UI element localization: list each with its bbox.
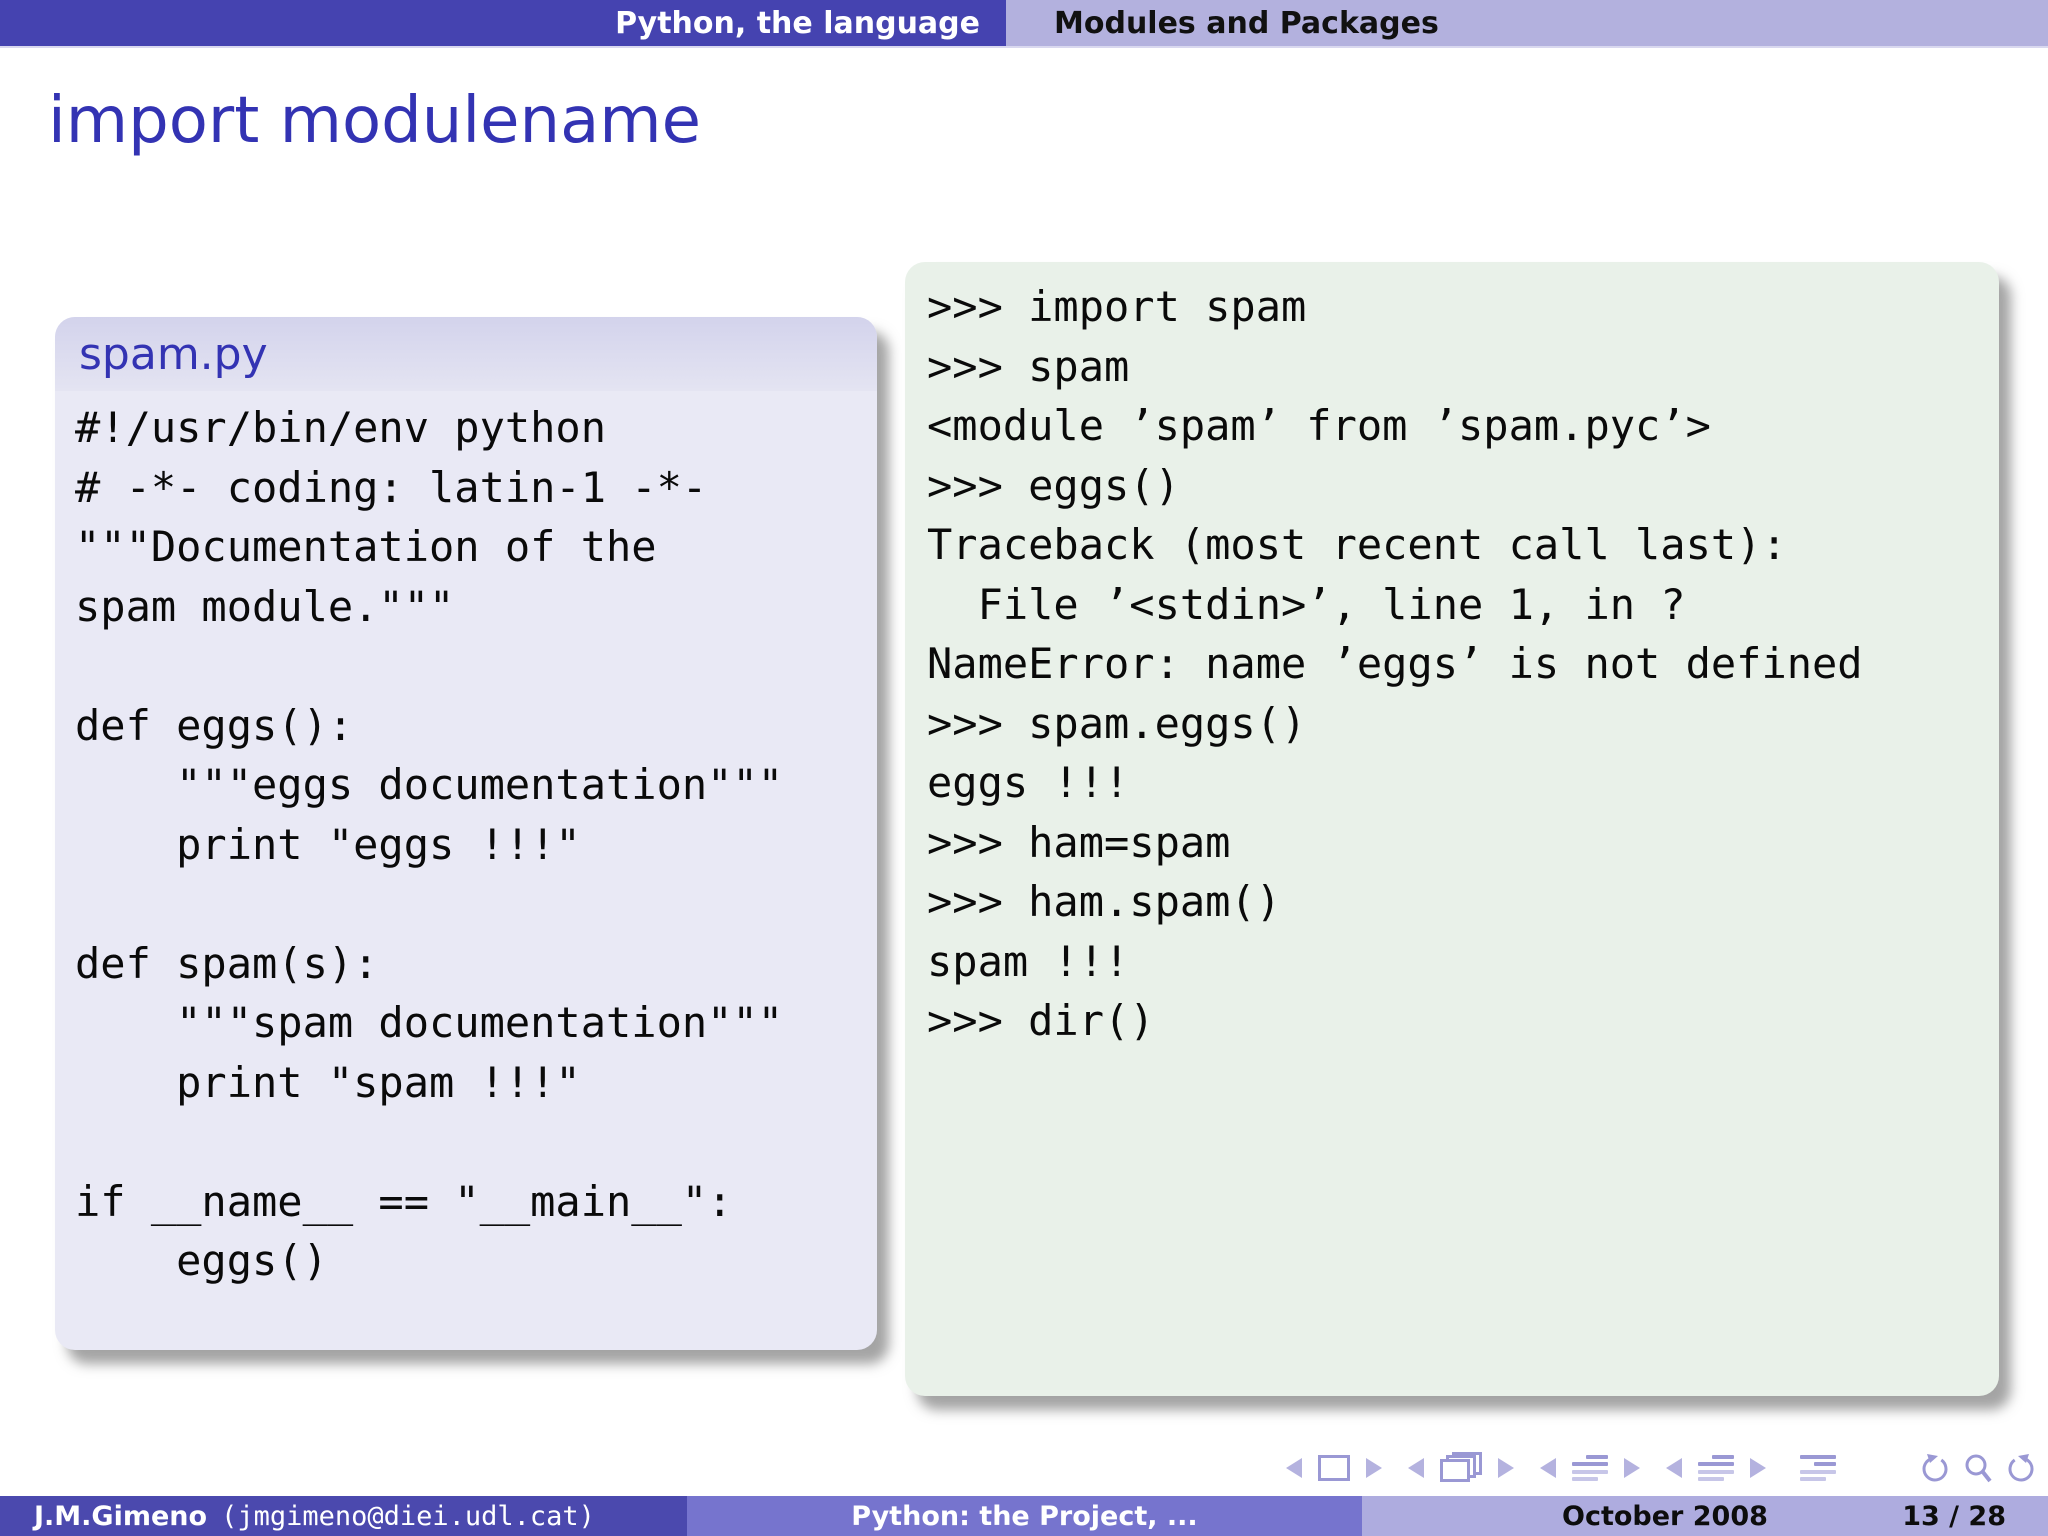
code-line — [75, 636, 877, 696]
slide-icon[interactable] — [1318, 1455, 1350, 1481]
footer-author: J.M.Gimeno — [34, 1500, 208, 1532]
code-line: eggs !!! — [927, 758, 1130, 807]
next-frame-icon[interactable] — [1498, 1458, 1514, 1478]
code-line: def eggs(): — [75, 700, 354, 750]
code-line: <module ’spam’ from ’spam.pyc’> — [927, 401, 1711, 450]
code-line: print "spam !!!" — [75, 1057, 581, 1107]
code-line: >>> import spam — [927, 282, 1307, 331]
code-line: >>> eggs() — [927, 460, 1180, 510]
header-section-left-label: Python, the language — [615, 5, 980, 41]
section-icon[interactable] — [1698, 1454, 1734, 1482]
footer-date-section: October 2008 13 / 28 — [1362, 1496, 2048, 1536]
code-line: #!/usr/bin/env python — [75, 403, 607, 452]
back-icon[interactable] — [1918, 1451, 1952, 1485]
python-session-code: >>> import spam >>> spam <module ’spam’ fr… — [905, 262, 1999, 1051]
code-line: File ’<stdin>’, line 1, in ? — [927, 579, 1686, 629]
spam-py-panel: spam.py #!/usr/bin/env python # -*- codin… — [55, 317, 877, 1350]
footer-email: (jmgimeno@diei.udl.cat) — [221, 1500, 595, 1532]
code-line: """eggs documentation""" — [75, 760, 784, 809]
subsection-icon[interactable] — [1572, 1454, 1608, 1482]
code-line: if __name__ == "__main__": — [75, 1176, 733, 1226]
prev-subsection-icon[interactable] — [1540, 1458, 1556, 1478]
spam-py-panel-header: spam.py — [55, 317, 877, 391]
prev-frame-icon[interactable] — [1408, 1458, 1424, 1478]
spam-py-code: #!/usr/bin/env python # -*- coding: latin… — [55, 391, 877, 1291]
next-section-icon[interactable] — [1750, 1458, 1766, 1478]
code-line — [75, 874, 877, 934]
code-line: Traceback (most recent call last): — [927, 520, 1787, 569]
header-section-right[interactable]: Modules and Packages — [1006, 0, 2048, 48]
code-line: eggs() — [75, 1236, 328, 1285]
header-bar: Python, the language Modules and Package… — [0, 0, 2048, 48]
forward-icon[interactable] — [2004, 1451, 2038, 1485]
code-line: NameError: name ’eggs’ is not defined — [927, 639, 1863, 688]
footer-author-section: J.M.Gimeno (jmgimeno@diei.udl.cat) — [0, 1496, 687, 1536]
code-line: >>> ham.spam() — [927, 877, 1282, 926]
frame-nav-group — [1408, 1452, 1514, 1484]
footer-page-number: 13 / 28 — [1902, 1500, 2006, 1532]
section-nav-group — [1666, 1454, 1766, 1482]
code-line: """spam documentation""" — [75, 998, 784, 1047]
python-session-panel: >>> import spam >>> spam <module ’spam’ fr… — [905, 262, 1999, 1396]
next-subsection-icon[interactable] — [1624, 1458, 1640, 1478]
page-title: import modulename — [48, 84, 701, 158]
navigation-bar — [1260, 1450, 2038, 1486]
header-section-left[interactable]: Python, the language — [0, 0, 1006, 48]
code-line: >>> spam.eggs() — [927, 698, 1307, 748]
find-icon[interactable] — [1962, 1451, 1994, 1485]
footer-date: October 2008 — [1562, 1500, 1768, 1532]
frame-icon[interactable] — [1440, 1452, 1482, 1484]
code-line: >>> dir() — [927, 996, 1155, 1045]
footer-short-title: Python: the Project, ... — [851, 1500, 1198, 1532]
header-section-right-label: Modules and Packages — [1054, 5, 1439, 41]
prev-section-icon[interactable] — [1666, 1458, 1682, 1478]
footer-bar: J.M.Gimeno (jmgimeno@diei.udl.cat) Pytho… — [0, 1496, 2048, 1536]
history-nav-group — [1918, 1451, 2038, 1485]
code-line: >>> spam — [927, 341, 1130, 391]
code-line: """Documentation of the — [75, 522, 657, 571]
next-slide-icon[interactable] — [1366, 1458, 1382, 1478]
code-line: print "eggs !!!" — [75, 819, 581, 869]
spam-py-panel-title: spam.py — [79, 328, 268, 380]
prev-slide-icon[interactable] — [1286, 1458, 1302, 1478]
code-line: spam module.""" — [75, 581, 455, 631]
footer-title-section: Python: the Project, ... — [687, 1496, 1362, 1536]
code-line: spam !!! — [927, 936, 1130, 986]
code-line: >>> ham=spam — [927, 817, 1231, 867]
subsection-nav-group — [1540, 1454, 1640, 1482]
code-line — [75, 1112, 877, 1172]
slide-nav-group — [1286, 1455, 1382, 1481]
presentation-icon[interactable] — [1800, 1454, 1836, 1482]
code-line: def spam(s): — [75, 938, 379, 988]
code-line: # -*- coding: latin-1 -*- — [75, 462, 708, 512]
